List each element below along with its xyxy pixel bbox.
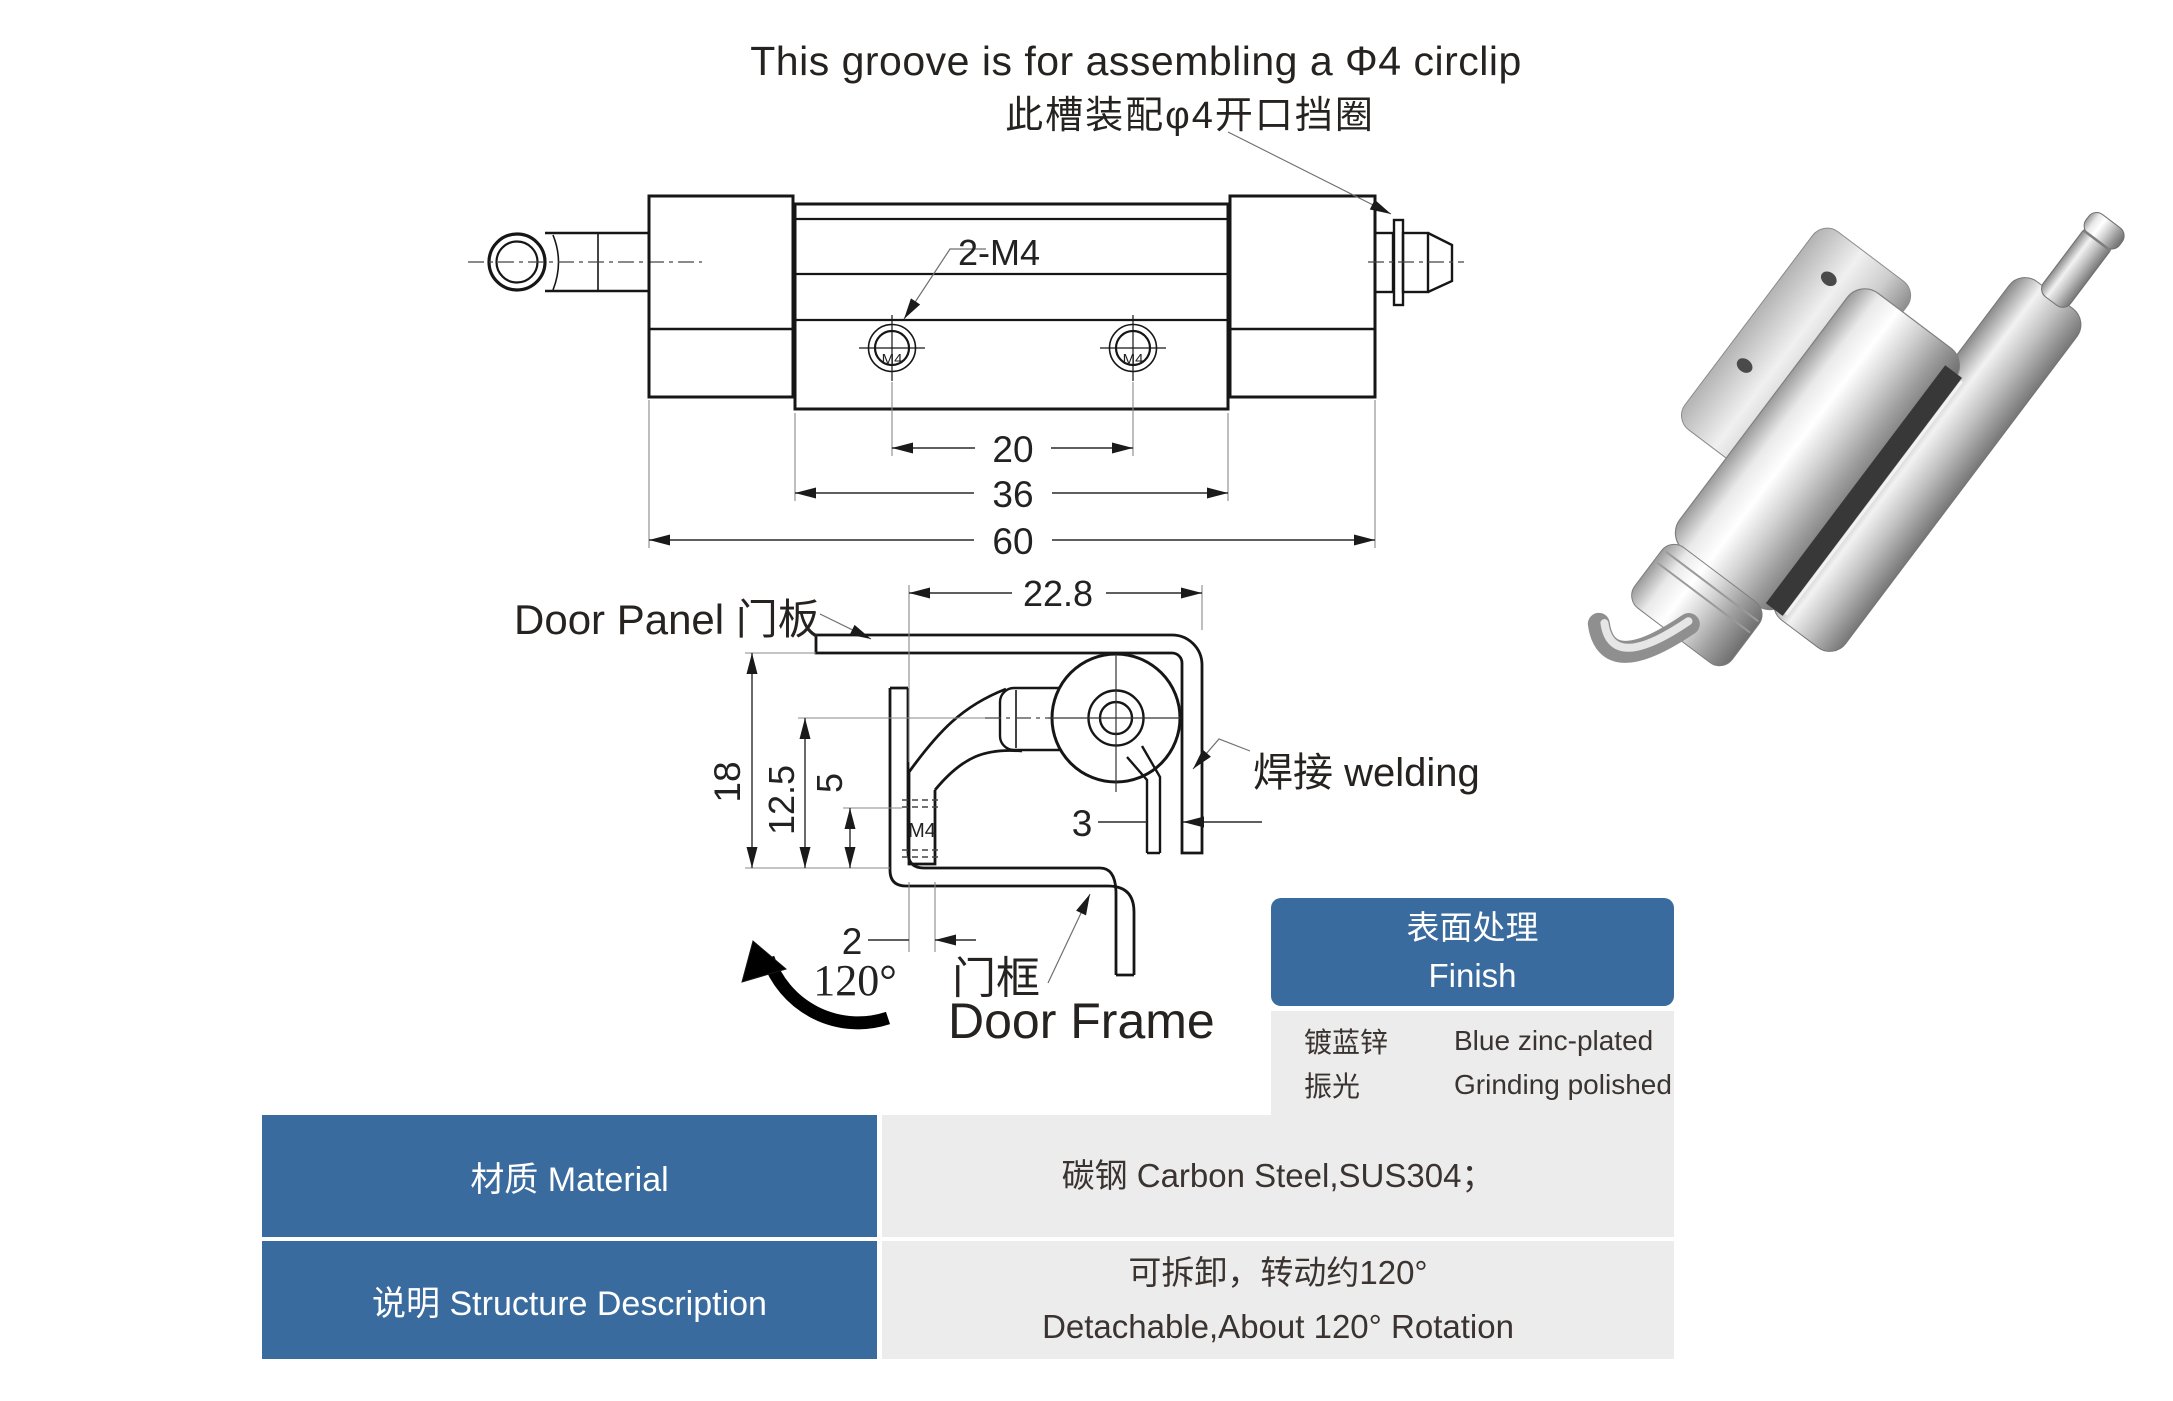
structure-value-en: Detachable,About 120° Rotation bbox=[1042, 1308, 1514, 1345]
dim-22-8-bg bbox=[1012, 574, 1106, 612]
pin-groove bbox=[2082, 229, 2112, 252]
hole-label-left: M4 bbox=[882, 351, 903, 368]
m4-hole-right bbox=[1100, 315, 1166, 381]
door-frame-label-en: Door Frame bbox=[948, 993, 1215, 1049]
leader-door-frame bbox=[1047, 893, 1091, 984]
slot-highlight bbox=[1784, 380, 1963, 616]
spec-row-material: 材质 Material 碳钢 Carbon Steel,SUS304； bbox=[262, 1115, 1674, 1237]
finish-zh: 镀蓝锌 bbox=[1304, 1027, 1389, 1058]
door-frame-caps bbox=[890, 686, 1134, 977]
dim-36: 36 bbox=[992, 474, 1033, 515]
rotation-arc bbox=[761, 955, 891, 1030]
door-frame-label-zh: 门框 bbox=[952, 954, 1040, 1003]
rotation-arrowhead bbox=[741, 940, 788, 983]
knuckle-crosshair bbox=[1048, 648, 1186, 792]
dim-60: 60 bbox=[992, 521, 1033, 562]
m4-section-marks bbox=[902, 799, 942, 858]
shaft bbox=[545, 231, 649, 293]
dim-20: 20 bbox=[992, 429, 1033, 470]
product-photo bbox=[1587, 212, 2125, 667]
dim-18: 18 bbox=[707, 761, 748, 802]
finish-row-grinding: 振光 Grinding polished bbox=[1304, 1063, 1674, 1107]
finish-header-en: Finish bbox=[1428, 957, 1517, 994]
structure-label: 说明 Structure Description bbox=[262, 1241, 877, 1359]
finish-table-rows: 镀蓝锌 Blue zinc-plated 振光 Grinding polishe… bbox=[1271, 1011, 1674, 1117]
dim-36-bg bbox=[974, 474, 1052, 512]
dim-3: 3 bbox=[1072, 803, 1093, 844]
top-view bbox=[468, 131, 1464, 548]
ext-lines-top-view bbox=[648, 382, 1376, 548]
right-block bbox=[1228, 194, 1377, 399]
material-value: 碳钢 Carbon Steel,SUS304； bbox=[1061, 1156, 1495, 1194]
dim-2: 2 bbox=[842, 921, 863, 962]
door-panel-section bbox=[814, 633, 1204, 855]
finish-table: 表面处理 Finish 镀蓝锌 Blue zinc-plated 振光 Grin… bbox=[1271, 898, 1674, 1117]
rotation-angle-label: 120° bbox=[813, 956, 897, 1005]
leader-welding bbox=[1192, 738, 1251, 770]
callout-leader-circlip bbox=[1227, 131, 1392, 215]
barrel-slot bbox=[1765, 365, 1962, 616]
collar-rings bbox=[1656, 550, 1760, 634]
finish-en: Blue zinc-plated bbox=[1454, 1025, 1654, 1056]
leaf-hole-bottom bbox=[1736, 358, 1753, 373]
dim-5: 5 bbox=[809, 773, 850, 793]
body-lines bbox=[795, 217, 1228, 322]
door-frame-outer bbox=[888, 688, 1136, 975]
dim-20-bg bbox=[975, 429, 1051, 467]
leaf-hole-top bbox=[1820, 271, 1837, 287]
side-view bbox=[741, 585, 1262, 1030]
structure-value-zh: 可拆卸，转动约120° bbox=[1128, 1253, 1428, 1291]
finish-row-blue-zinc: 镀蓝锌 Blue zinc-plated bbox=[1304, 1019, 1674, 1063]
material-label: 材质 Material bbox=[262, 1115, 877, 1237]
finish-header-zh: 表面处理 bbox=[1406, 909, 1539, 947]
hole-label-right: M4 bbox=[1123, 351, 1144, 368]
leader-door-panel bbox=[819, 613, 872, 640]
wire-handle-highlight bbox=[1600, 617, 1693, 652]
callout-leader-2m4 bbox=[903, 248, 986, 320]
welding-label: 焊接 welding bbox=[1253, 751, 1480, 795]
finish-zh: 振光 bbox=[1304, 1071, 1361, 1102]
body-plate bbox=[793, 202, 1230, 411]
left-block bbox=[647, 194, 795, 399]
finish-en: Grinding polished bbox=[1454, 1069, 1672, 1100]
dim-12-5: 12.5 bbox=[761, 765, 802, 835]
pin-with-circlip bbox=[1368, 218, 1464, 307]
dim-60-bg bbox=[974, 521, 1052, 559]
leaf-thread-label: M4 bbox=[908, 820, 936, 842]
finish-table-header: 表面处理 Finish bbox=[1271, 898, 1674, 1006]
spec-row-structure: 说明 Structure Description 可拆卸，转动约120° Det… bbox=[262, 1241, 1674, 1359]
door-panel-label: Door Panel 门板 bbox=[514, 596, 820, 643]
page-title: This groove is for assembling a Φ4 circl… bbox=[750, 38, 1522, 84]
m4-hole-left bbox=[859, 315, 925, 381]
page-subtitle: 此槽装配φ4开口挡圈 bbox=[1005, 95, 1375, 137]
ext-lines-side-view bbox=[745, 585, 1203, 952]
thread-callout: 2-M4 bbox=[958, 232, 1040, 273]
dim-22-8: 22.8 bbox=[1023, 573, 1093, 614]
spec-table: 材质 Material 碳钢 Carbon Steel,SUS304； 说明 S… bbox=[262, 1115, 1674, 1359]
